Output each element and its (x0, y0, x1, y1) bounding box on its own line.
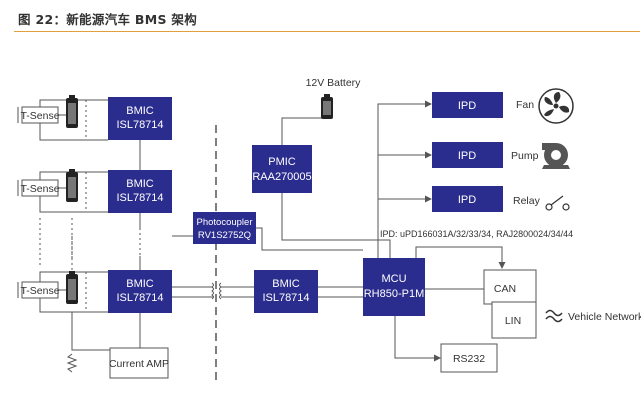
svg-text:RH850-P1M: RH850-P1M (364, 288, 425, 300)
svg-text:ISL78714: ISL78714 (262, 292, 309, 304)
pump-label: Pump (511, 150, 539, 162)
svg-text:Current AMP: Current AMP (109, 358, 169, 370)
mcu-to-can (415, 246, 506, 269)
t-sense-1: T-Sense (20, 106, 60, 124)
svg-text:IPD: IPD (458, 150, 476, 162)
svg-text:BMIC: BMIC (272, 278, 300, 290)
t-sense-3: T-Sense (20, 281, 60, 299)
bmic-block-right: BMIC ISL78714 (254, 270, 318, 313)
pump-icon (542, 143, 570, 169)
fan-icon (538, 88, 574, 124)
t-sense-3-label: T-Sense (20, 285, 59, 297)
fan-label: Fan (516, 99, 534, 111)
bmic-to-current-amp (110, 312, 141, 351)
svg-text:RAA270005: RAA270005 (252, 171, 311, 183)
svg-text:PMIC: PMIC (268, 156, 296, 168)
svg-text:MCU: MCU (381, 273, 406, 285)
svg-text:RS232: RS232 (453, 353, 485, 365)
shunt-wire (71, 312, 110, 351)
network-wave-icon (545, 309, 563, 323)
svg-text:CAN: CAN (494, 283, 516, 295)
group3-bottom-wire (39, 298, 108, 313)
photocoupler-block: Photocoupler RV1S2752Q (193, 212, 256, 244)
photocoupler-to-mcu (256, 227, 363, 251)
title-divider (14, 31, 640, 32)
bmic-block-top: BMIC ISL78714 (108, 97, 172, 140)
svg-text:IPD: IPD (458, 194, 476, 206)
isolation-transformer-icon (211, 282, 222, 300)
relay-switch-icon (545, 195, 570, 211)
ipd-part-numbers: IPD: uPD166031A/32/33/34, RAJ2800024/34/… (380, 229, 573, 239)
group2-bottom-wire (39, 196, 108, 213)
current-amp-block: Current AMP (109, 347, 169, 379)
page-title: 图 22：新能源汽车 BMS 架构 (18, 12, 198, 27)
group3-top-wire (39, 271, 108, 282)
mcu-to-ipd-fan (377, 100, 432, 260)
svg-text:BMIC: BMIC (126, 278, 154, 290)
pmic-to-mcu (281, 193, 391, 260)
ipd-fan-block: IPD (432, 92, 503, 118)
group2-top-wire (39, 171, 108, 180)
svg-text:LIN: LIN (505, 315, 521, 327)
group1-bottom-wire (39, 123, 108, 141)
svg-text:RV1S2752Q: RV1S2752Q (198, 230, 251, 241)
svg-text:BMIC: BMIC (126, 178, 154, 190)
vehicle-network-label: Vehicle Network (568, 311, 641, 323)
svg-text:ISL78714: ISL78714 (116, 119, 163, 131)
bmic-block-bottom: BMIC ISL78714 (108, 270, 172, 313)
t-sense-2-label: T-Sense (20, 183, 59, 195)
svg-text:ISL78714: ISL78714 (116, 292, 163, 304)
shunt-resistor-icon (66, 353, 78, 373)
rs232-block: RS232 (440, 343, 498, 373)
t-sense-2: T-Sense (20, 179, 60, 197)
ipd-pump-block: IPD (432, 142, 503, 168)
relay-label: Relay (513, 195, 541, 207)
svg-text:ISL78714: ISL78714 (116, 192, 163, 204)
t-sense-1-label: T-Sense (20, 110, 59, 122)
ipd-relay-block: IPD (432, 186, 503, 212)
12v-battery-icon (321, 94, 333, 119)
battery-to-pmic (281, 113, 328, 145)
battery-label: 12V Battery (306, 77, 362, 89)
mcu-block: MCU RH850-P1M (363, 258, 425, 316)
bmic-block-middle: BMIC ISL78714 (108, 170, 172, 213)
lin-block: LIN (491, 301, 537, 339)
group1-top-wire (39, 99, 108, 107)
battery-cell-icon (66, 271, 78, 304)
pmic-block: PMIC RAA270005 (252, 145, 312, 193)
can-block: CAN (483, 269, 537, 305)
battery-cell-icon (66, 95, 78, 128)
svg-text:BMIC: BMIC (126, 105, 154, 117)
svg-text:Photocoupler: Photocoupler (197, 217, 253, 228)
mcu-to-rs232 (394, 316, 441, 362)
battery-cell-icon (66, 169, 78, 202)
dotted-continuation-lines (39, 100, 141, 312)
svg-text:IPD: IPD (458, 100, 476, 112)
